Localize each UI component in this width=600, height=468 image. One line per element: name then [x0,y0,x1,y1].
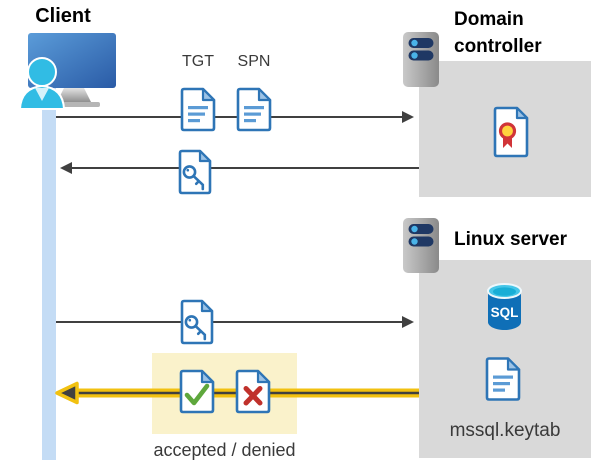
sql-badge-label: SQL [491,305,519,320]
client-timeline-bar [42,88,56,460]
client-icon [6,28,118,110]
linux-server-label: Linux server [454,229,567,250]
keytab-file-label: mssql.keytab [449,420,561,441]
tgt-document-icon [178,87,218,132]
linux-server-icon [402,217,440,274]
accepted-document-icon [177,369,217,414]
domain-controller-label: Domain controller [454,9,542,57]
tgt-label: TGT [182,53,214,70]
sql-database-icon: SQL [486,283,523,331]
denied-document-icon [233,369,273,414]
certificate-icon [491,106,531,158]
key-document-icon-linux [178,299,216,345]
arrow-dc-to-client [60,162,419,174]
domain-controller-server-icon [402,31,440,88]
result-highlight-box [152,353,297,434]
keytab-document-icon [483,356,523,402]
spn-label: SPN [237,53,271,70]
key-document-icon-dc [176,149,214,195]
accepted-denied-label: accepted / denied [153,440,296,460]
spn-document-icon [234,87,274,132]
client-label: Client [35,5,91,27]
arrow-client-to-linux [56,316,414,328]
